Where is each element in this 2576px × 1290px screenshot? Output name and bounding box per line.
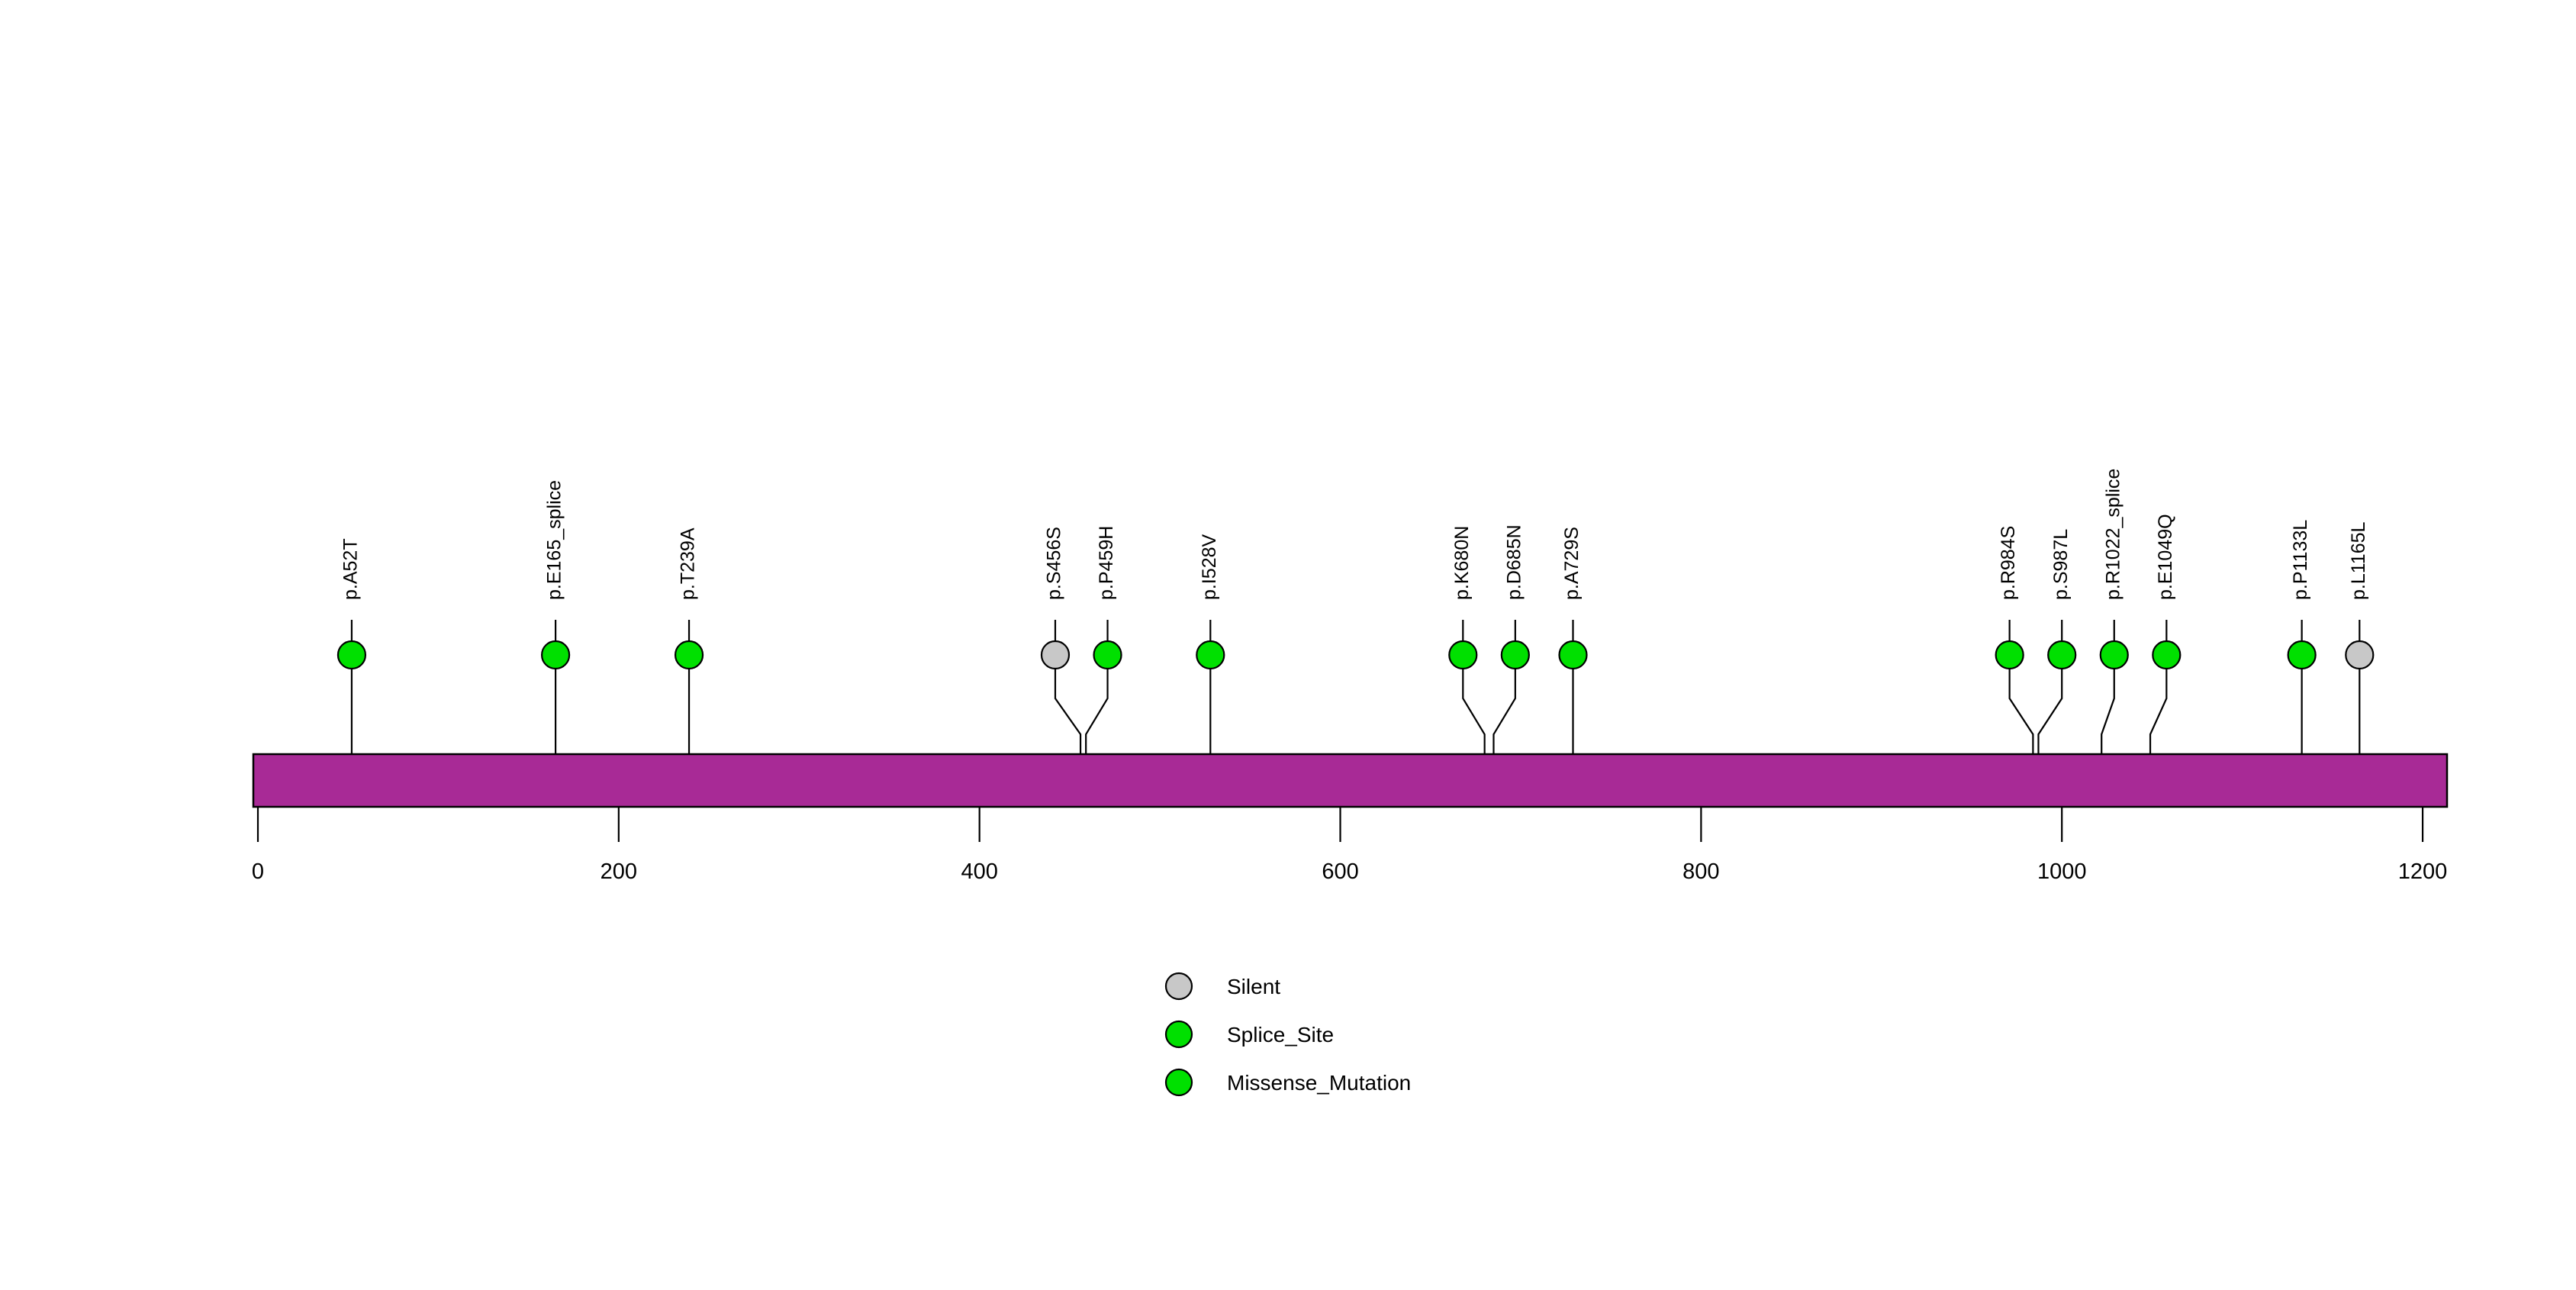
protein-domain-track (252, 753, 2449, 808)
mutation-label-pS456S: p.S456S (1044, 527, 1065, 600)
mutation-label-pR1022splice: p.R1022_splice (2102, 469, 2124, 600)
lollipop-node-pK680N[interactable] (1448, 640, 1478, 670)
lollipop-nodes-group (336, 640, 2375, 670)
legend-label-Silent: Silent (1227, 975, 1280, 998)
mutation-label-pD685N: p.D685N (1503, 524, 1525, 600)
x-axis-tick-label-200: 200 (601, 859, 637, 884)
lollipop-node-pA52T[interactable] (336, 640, 367, 670)
legend-label-SpliceSite: Splice_Site (1227, 1023, 1334, 1047)
lollipop-node-pS987L[interactable] (2047, 640, 2077, 670)
lollipop-node-pL1165L[interactable] (2345, 640, 2375, 670)
mutation-label-pI528V: p.I528V (1199, 534, 1220, 600)
lollipop-node-pA729S[interactable] (1558, 640, 1588, 670)
legend-swatch-SpliceSite[interactable] (1164, 1020, 1193, 1049)
mutation-label-pP1133L: p.P1133L (2290, 520, 2311, 600)
lollipop-node-pP459H[interactable] (1093, 640, 1122, 670)
legend-swatch-Silent[interactable] (1164, 972, 1193, 1001)
lollipop-node-pE165splice[interactable] (540, 640, 571, 670)
x-axis-tick-label-0: 0 (252, 859, 264, 884)
x-axis-group: 0 200 400 600 800 1000 1200 (252, 807, 2447, 884)
mutation-label-pE165splice: p.E165_splice (544, 480, 565, 600)
mutation-label-pA729S: p.A729S (1561, 527, 1583, 600)
x-axis-tick-label-800: 800 (1682, 859, 1719, 884)
lollipop-node-pI528V[interactable] (1196, 640, 1225, 670)
x-axis-tick-label-1000: 1000 (2037, 859, 2087, 884)
lollipop-node-pD685N[interactable] (1500, 640, 1530, 670)
x-axis-tick-label-1200: 1200 (2398, 859, 2448, 884)
x-axis-tick-label-600: 600 (1322, 859, 1358, 884)
mutation-label-pT239A: p.T239A (678, 527, 699, 600)
mutation-label-pE1049Q: p.E1049Q (2155, 514, 2176, 600)
lollipop-node-pS456S[interactable] (1040, 640, 1071, 670)
mutation-labels-group: p.A52T p.E165_splice p.T239A p.S456S p.P459H… (340, 469, 2369, 600)
mutation-label-pR984S: p.R984S (1998, 526, 2019, 600)
lollipop-node-pR984S[interactable] (1995, 640, 2024, 670)
mutation-label-pA52T: p.A52T (340, 538, 362, 600)
legend-swatch-MissenseMutation[interactable] (1164, 1068, 1193, 1097)
protein-domain-bar (252, 753, 2449, 808)
mutation-label-pS987L: p.S987L (2050, 529, 2072, 600)
lollipop-node-pR1022splice[interactable] (2099, 640, 2129, 670)
mutation-label-pL1165L: p.L1165L (2348, 521, 2369, 600)
mutation-label-pK680N: p.K680N (1451, 526, 1473, 600)
lollipop-node-pT239A[interactable] (674, 640, 704, 670)
lollipop-node-pP1133L[interactable] (2287, 640, 2317, 670)
x-axis-tick-label-400: 400 (961, 859, 997, 884)
lollipop-node-pE1049Q[interactable] (2152, 640, 2182, 670)
legend-label-MissenseMutation: Missense_Mutation (1227, 1071, 1411, 1095)
mutation-label-pP459H: p.P459H (1096, 526, 1117, 600)
